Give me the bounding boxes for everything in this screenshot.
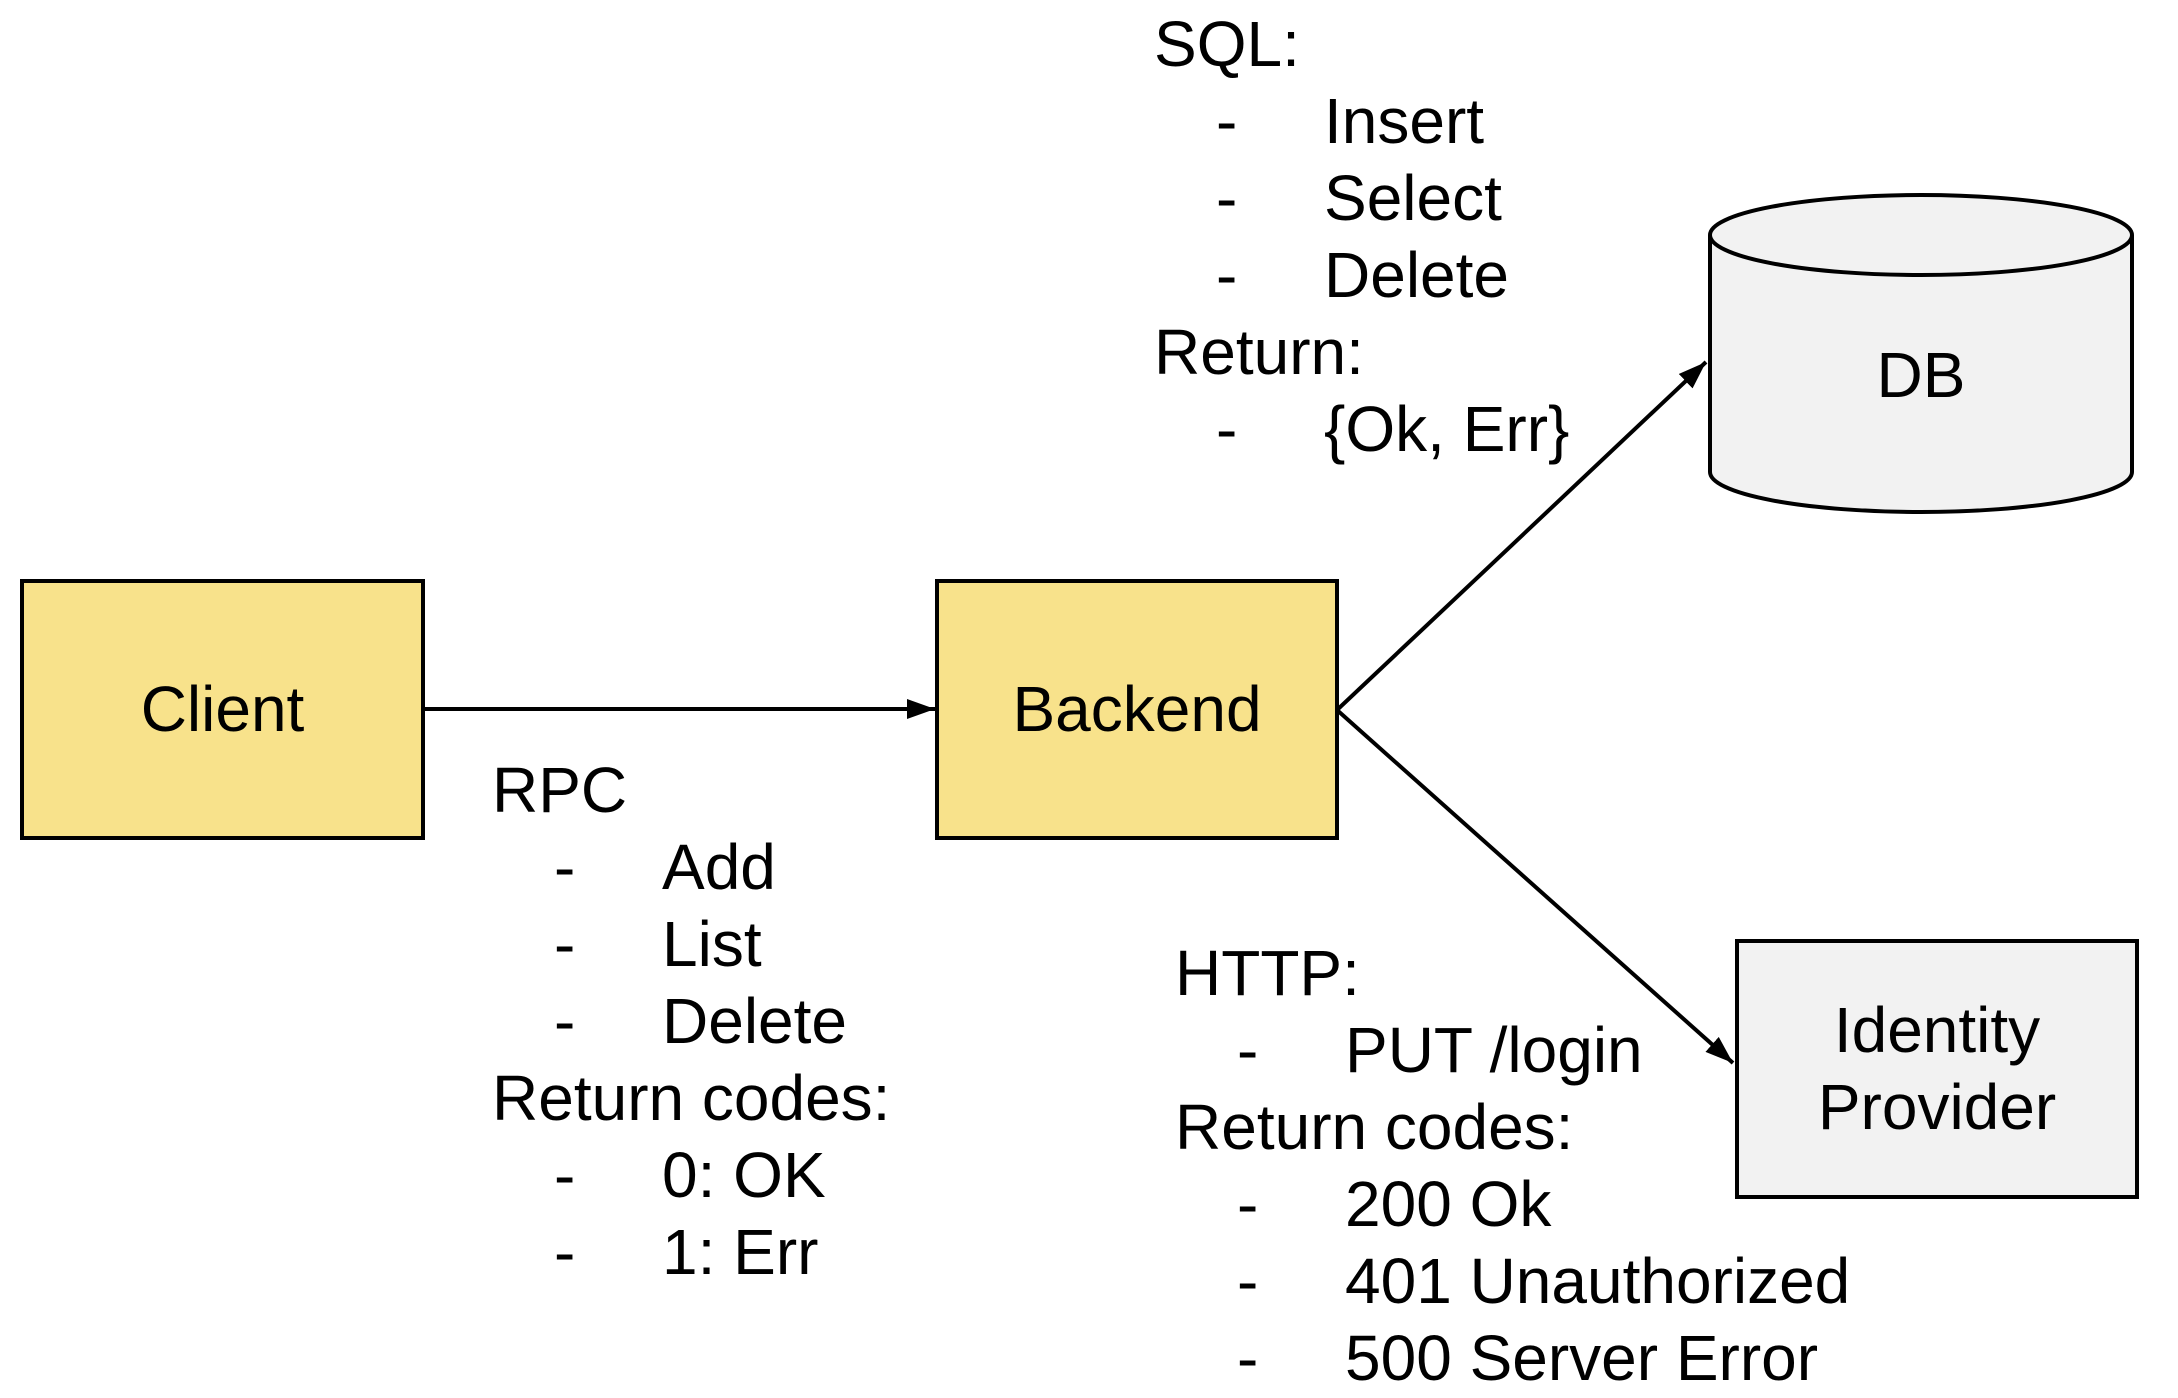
- annotation-line: - Select: [1154, 160, 1569, 237]
- annotation-line: - Add: [492, 829, 890, 906]
- annotation-line: - Delete: [492, 983, 890, 1060]
- bullet-dash: -: [554, 1139, 576, 1211]
- annotation-heading: Return codes:: [1175, 1091, 1574, 1163]
- annotation-item: List: [662, 908, 762, 980]
- bullet-dash: -: [1237, 1014, 1259, 1086]
- bullet-dash: -: [1216, 239, 1238, 311]
- annotation-item: PUT /login: [1345, 1014, 1643, 1086]
- annotation-line: - Delete: [1154, 237, 1569, 314]
- bullet-dash: -: [1216, 393, 1238, 465]
- annotation-item: Delete: [662, 985, 847, 1057]
- bullet-dash: -: [554, 985, 576, 1057]
- annotation-line: - 401 Unauthorized: [1175, 1243, 1850, 1320]
- bullet-dash: -: [1216, 162, 1238, 234]
- client-node-label: Client: [140, 673, 305, 745]
- bullet-dash: -: [1237, 1322, 1259, 1394]
- annotation-item: 1: Err: [662, 1216, 819, 1288]
- db-cylinder-top: [1708, 193, 2134, 277]
- annotation-line: Return codes:: [1175, 1089, 1850, 1166]
- annotation-heading: RPC: [492, 754, 628, 826]
- annotation-line: - List: [492, 906, 890, 983]
- annotation-line: - {Ok, Err}: [1154, 391, 1569, 468]
- bullet-dash: -: [554, 1216, 576, 1288]
- annotation-line: Return:: [1154, 314, 1569, 391]
- bullet-dash: -: [554, 831, 576, 903]
- edge-backend-to-identity-provider: [1335, 708, 1735, 1065]
- annotation-line: Return codes:: [492, 1060, 890, 1137]
- backend-node-shape: [935, 579, 1339, 840]
- annotation-item: 200 Ok: [1345, 1168, 1552, 1240]
- annotation-item: Select: [1324, 162, 1502, 234]
- annotation-line: - 1: Err: [492, 1214, 890, 1291]
- bullet-dash: -: [554, 908, 576, 980]
- db-cylinder-body: [1708, 235, 2134, 514]
- identity-provider-node-shape: [1735, 939, 2139, 1199]
- annotation-item: 401 Unauthorized: [1345, 1245, 1851, 1317]
- annotation-line: - 500 Server Error: [1175, 1320, 1850, 1397]
- annotation-line: - PUT /login: [1175, 1012, 1850, 1089]
- annotation-item: Add: [662, 831, 776, 903]
- annotation-line: - 200 Ok: [1175, 1166, 1850, 1243]
- db-node-label: DB: [1876, 339, 1966, 411]
- edge-backend-to-db: [1335, 360, 1708, 712]
- rpc-annotation-block: RPC - Add - List - Delete Return codes: - 0:…: [492, 752, 890, 1291]
- annotation-item: 500 Server Error: [1345, 1322, 1819, 1394]
- bullet-dash: -: [1237, 1245, 1259, 1317]
- bullet-dash: -: [1216, 85, 1238, 157]
- annotation-line: - Insert: [1154, 83, 1569, 160]
- annotation-line: - 0: OK: [492, 1137, 890, 1214]
- annotation-item: Insert: [1324, 85, 1485, 157]
- annotation-item: 0: OK: [662, 1139, 826, 1211]
- annotation-line: RPC: [492, 752, 890, 829]
- identity-provider-node-label: Identity Provider: [1737, 992, 2137, 1146]
- identity-provider-label-line1: Identity: [1833, 994, 2041, 1066]
- bullet-dash: -: [1237, 1168, 1259, 1240]
- identity-provider-label-line2: Provider: [1817, 1071, 2057, 1143]
- annotation-line: HTTP:: [1175, 935, 1850, 1012]
- annotation-item: Delete: [1324, 239, 1509, 311]
- annotation-heading: Return:: [1154, 316, 1364, 388]
- annotation-heading: SQL:: [1154, 8, 1300, 80]
- annotation-heading: Return codes:: [492, 1062, 891, 1134]
- backend-node-label: Backend: [1012, 673, 1262, 745]
- annotation-heading: HTTP:: [1175, 937, 1360, 1009]
- client-node-shape: [20, 579, 425, 840]
- sql-annotation-block: SQL: - Insert - Select - Delete Return: - {O…: [1154, 6, 1569, 468]
- http-annotation-block: HTTP: -PUT /login Return codes: -200 Ok …: [1175, 935, 1850, 1397]
- annotation-item: {Ok, Err}: [1324, 393, 1570, 465]
- annotation-line: SQL:: [1154, 6, 1569, 83]
